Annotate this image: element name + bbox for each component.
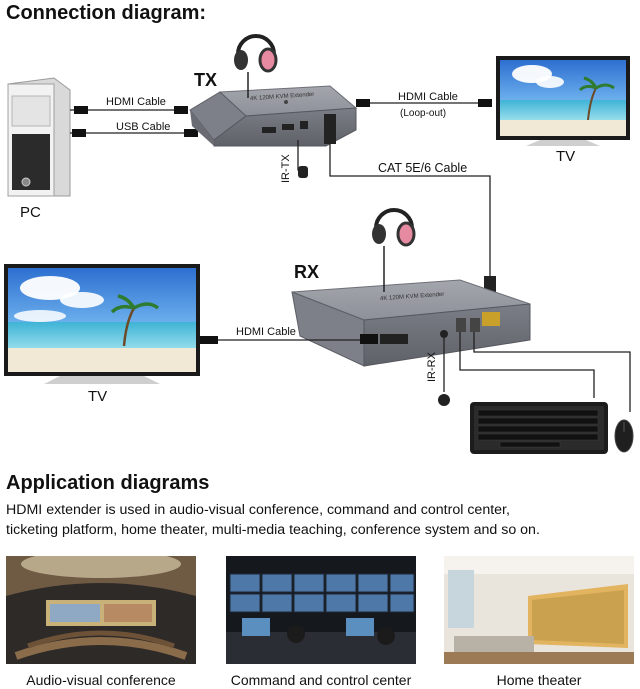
caption-home-theater: Home theater <box>496 672 582 688</box>
tv-left <box>4 264 200 384</box>
connection-diagram <box>4 34 634 454</box>
description-line: ticketing platform, home theater, multi-… <box>6 522 540 538</box>
tv-top-right <box>496 56 630 146</box>
ir-tx-label: IR-TX <box>280 154 292 183</box>
mouse-icon <box>614 419 634 453</box>
hdmi-cable-rx-label: HDMI Cable <box>236 326 296 338</box>
home-theater-photo <box>444 556 634 664</box>
keyboard-icon <box>470 402 608 454</box>
rx-label: RX <box>294 262 320 282</box>
tv-top-label: TV <box>556 148 576 165</box>
hdmi-cable-pc-label: HDMI Cable <box>106 96 166 108</box>
caption-control-center: Command and control center <box>230 672 412 688</box>
rx-extender-box <box>291 279 531 367</box>
application-title: Application diagrams <box>6 472 210 494</box>
description-line: HDMI extender is used in audio-visual co… <box>6 502 510 518</box>
connection-diagram-title: Connection diagram: <box>6 2 207 24</box>
pc-tower <box>7 77 71 197</box>
headphones-icon <box>234 34 278 98</box>
tx-label: TX <box>194 70 218 90</box>
caption-conference: Audio-visual conference <box>26 672 176 688</box>
headphones-icon <box>372 208 416 292</box>
cat-cable-label: CAT 5E/6 Cable <box>378 161 468 175</box>
loop-out-label: (Loop-out) <box>400 108 447 119</box>
usb-cable-label: USB Cable <box>116 121 171 133</box>
pc-label: PC <box>20 204 41 221</box>
control-center-photo <box>226 556 416 664</box>
application-description: HDMI extender is used in audio-visual co… <box>6 500 636 540</box>
tx-extender-box <box>189 85 358 147</box>
tv-left-label: TV <box>88 388 108 405</box>
conference-photo <box>6 556 196 664</box>
hdmi-cable-loop-label: HDMI Cable <box>398 91 458 103</box>
ir-rx-label: IR-RX <box>426 352 438 382</box>
